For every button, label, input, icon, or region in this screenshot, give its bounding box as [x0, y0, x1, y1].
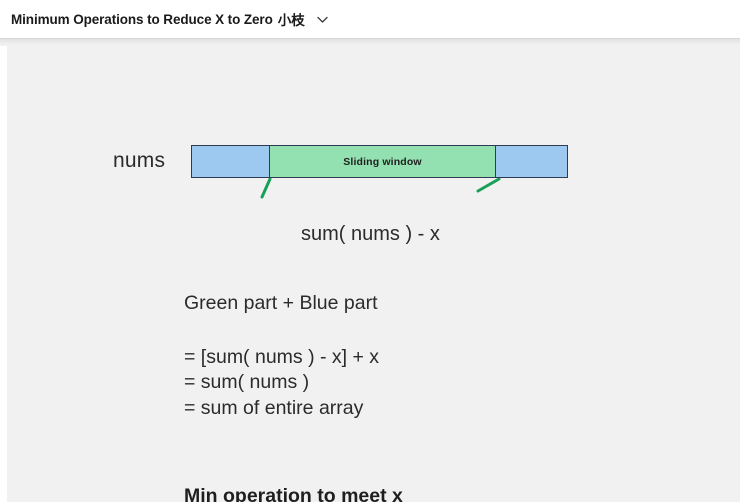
left-margin-strip	[0, 46, 7, 502]
spacer-2	[184, 421, 724, 455]
header-shadow	[0, 39, 740, 46]
text-line-equation-1: = [sum( nums ) - x] + x	[184, 345, 380, 368]
slide-canvas: nums Sliding window sum( nums ) - x Gree…	[0, 39, 740, 502]
array-diagram: nums Sliding window	[0, 145, 740, 185]
header-divider	[0, 38, 740, 39]
sliding-window-label: Sliding window	[343, 155, 422, 168]
array-label: nums	[113, 149, 166, 172]
sum-caption: sum( nums ) - x	[301, 223, 440, 245]
page-title: Minimum Operations to Reduce X to Zero	[11, 11, 273, 27]
page-title-suffix: 小枝	[277, 13, 305, 28]
header-bar: Minimum Operations to Reduce X to Zero 小…	[0, 0, 740, 38]
text-line-equation-3: = sum of entire array	[184, 396, 364, 419]
array-segment-sliding-window: Sliding window	[268, 146, 497, 177]
text-line-min-operation: Min operation to meet x	[184, 485, 403, 502]
spacer-3	[184, 455, 724, 483]
array-segment-blue-left	[192, 146, 269, 177]
explanation-block: Green part + Blue part = [sum( nums ) - …	[184, 291, 724, 502]
array-segment-blue-right	[496, 146, 568, 177]
array-bar: Sliding window	[191, 145, 568, 178]
chevron-down-icon[interactable]	[315, 12, 330, 27]
spacer-1	[184, 317, 724, 345]
text-line-equation-2: = sum( nums )	[184, 371, 310, 393]
text-line-green-plus-blue: Green part + Blue part	[184, 292, 378, 314]
